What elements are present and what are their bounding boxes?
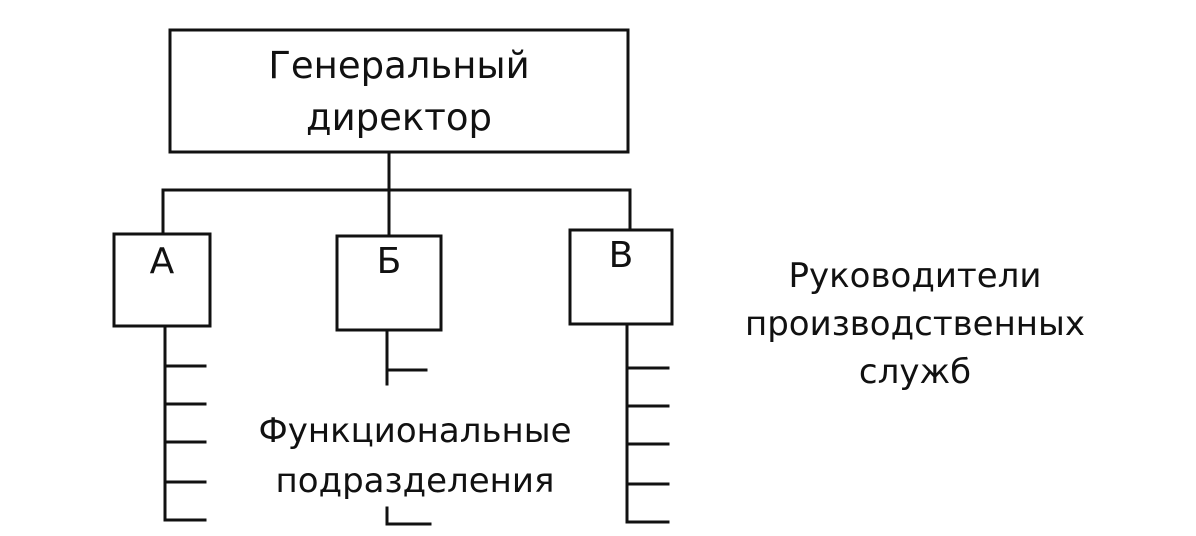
general-director-box (168, 28, 630, 154)
box-v-label: В (608, 235, 634, 276)
functional-units-note: Функциональные подразделения (230, 406, 600, 506)
side-note-line3: служб (858, 352, 972, 392)
general-director-line2: директор (306, 96, 492, 139)
box-b (335, 234, 443, 332)
box-v (568, 228, 674, 326)
general-director-line1: Генеральный (268, 44, 530, 87)
box-a (112, 232, 212, 328)
functional-note-line1: Функциональные (258, 411, 572, 451)
box-b-label: Б (376, 241, 402, 282)
functional-note-line2: подразделения (275, 461, 555, 501)
side-note-line1: Руководители (788, 256, 1042, 296)
box-a-label: А (149, 241, 175, 282)
side-note-line2: производственных (744, 304, 1086, 344)
production-managers-note: Руководители производственных служб (730, 252, 1100, 396)
general-director-label: Генеральный директор (170, 40, 628, 144)
